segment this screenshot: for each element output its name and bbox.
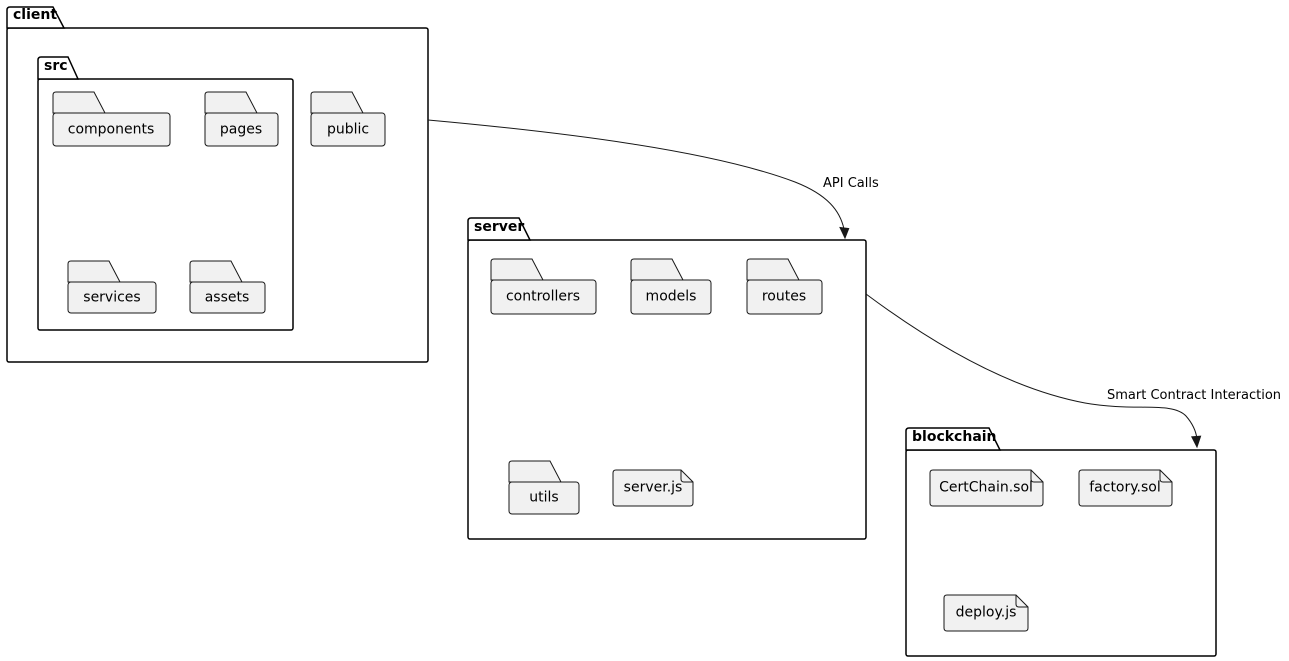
package-client-label: client [13,7,58,23]
file-factory-sol [1078,469,1173,507]
folder-components [52,91,171,147]
file-certchain-sol [929,469,1044,507]
package-server-tab [467,217,532,241]
edge-api-calls-label: API Calls [823,176,879,191]
folder-controllers-label: controllers [505,288,581,305]
package-server-label: server [474,219,525,235]
file-deploy-js [943,594,1029,632]
folder-controllers [490,258,597,315]
package-server-box [467,239,867,540]
file-deploy-js-label: deploy.js [955,604,1017,621]
file-server-js-label: server.js [623,479,683,496]
edge-api-calls [427,119,850,240]
folder-utils [508,460,580,515]
folder-assets [189,260,266,314]
folder-pages-label: pages [219,121,263,138]
package-src-tab [37,56,80,80]
folder-services-label: services [83,289,141,306]
folder-services [67,260,157,314]
folder-routes [746,258,823,315]
file-factory-sol-label: factory.sol [1089,479,1161,496]
package-blockchain-tab [905,427,1002,451]
file-server-js [612,469,694,507]
file-certchain-sol-label: CertChain.sol [939,479,1033,496]
package-client-tab [6,6,66,29]
arrowhead-api-calls [839,226,850,240]
folder-pages [204,91,279,147]
folder-components-label: components [67,121,155,138]
edge-smart-contract-interaction [865,293,1202,449]
folder-models [630,258,712,315]
folder-assets-label: assets [204,289,250,306]
folder-models-label: models [645,288,697,305]
folder-public [310,91,386,147]
arrowhead-smart-contract [1191,435,1202,449]
edge-smart-contract-label: Smart Contract Interaction [1107,388,1282,403]
package-blockchain-label: blockchain [912,429,997,445]
package-src-label: src [44,58,68,74]
folder-routes-label: routes [761,288,807,305]
folder-public-label: public [326,121,370,138]
folder-utils-label: utils [529,489,559,506]
